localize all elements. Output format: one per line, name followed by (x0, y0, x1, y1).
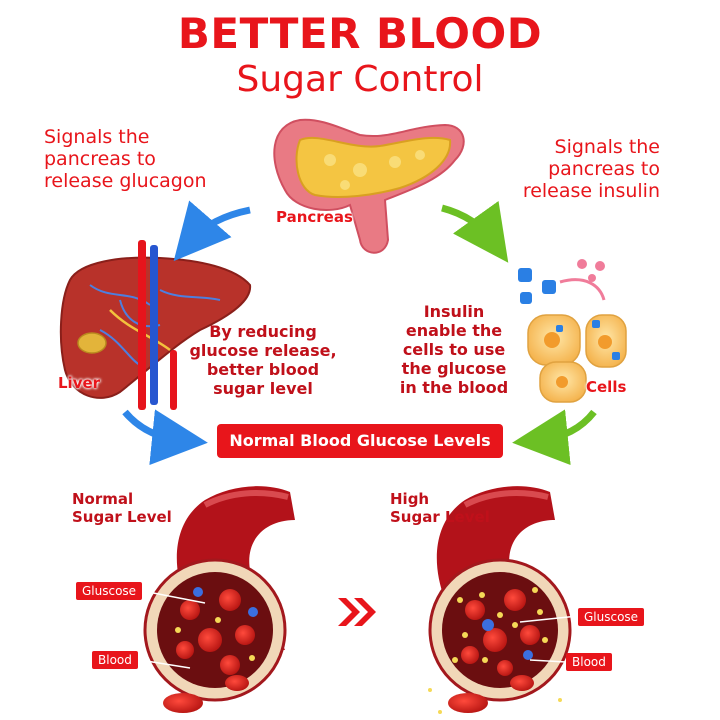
glucose-tag-normal: Gluscose (76, 582, 143, 600)
arrow-to-cells (441, 200, 509, 263)
insulin-signal-text: Signals the pancreas to release insulin (522, 136, 660, 202)
pancreas-illustration (273, 118, 465, 254)
arrow-to-liver (173, 200, 251, 262)
glucagon-signal-text: Signals the pancreas to release glucagon (44, 126, 207, 192)
insulin-effect-text: Insulin enable the cells to use the gluc… (399, 302, 509, 397)
pancreas-label: Pancreas (276, 208, 353, 226)
liver-illustration (59, 240, 252, 410)
liver-effect-text: By reducing glucose release, better bloo… (189, 322, 337, 398)
cells-illustration (518, 259, 627, 403)
normal-sugar-heading: Normal Sugar Level (72, 490, 172, 526)
blood-cells-normal (175, 587, 258, 675)
high-sugar-heading: High Sugar Level (390, 490, 490, 526)
chevron-right-icon (338, 598, 376, 626)
blood-vessel-normal (139, 486, 295, 713)
liver-label: Liver (58, 374, 101, 392)
blood-tag-high: Blood (566, 653, 612, 671)
normal-glucose-banner: Normal Blood Glucose Levels (217, 424, 503, 458)
glucose-tag-high: Gluscose (578, 608, 645, 626)
title-line-2: Sugar Control (236, 59, 484, 100)
title-line-1: BETTER BLOOD (177, 9, 543, 58)
blood-tag-normal: Blood (92, 651, 138, 669)
arrow-liver-to-banner (122, 409, 208, 466)
blood-cells-high (452, 587, 548, 683)
blood-vessel-high (428, 486, 579, 714)
arrow-cells-to-banner (512, 409, 597, 466)
cells-label: Cells (586, 378, 627, 396)
